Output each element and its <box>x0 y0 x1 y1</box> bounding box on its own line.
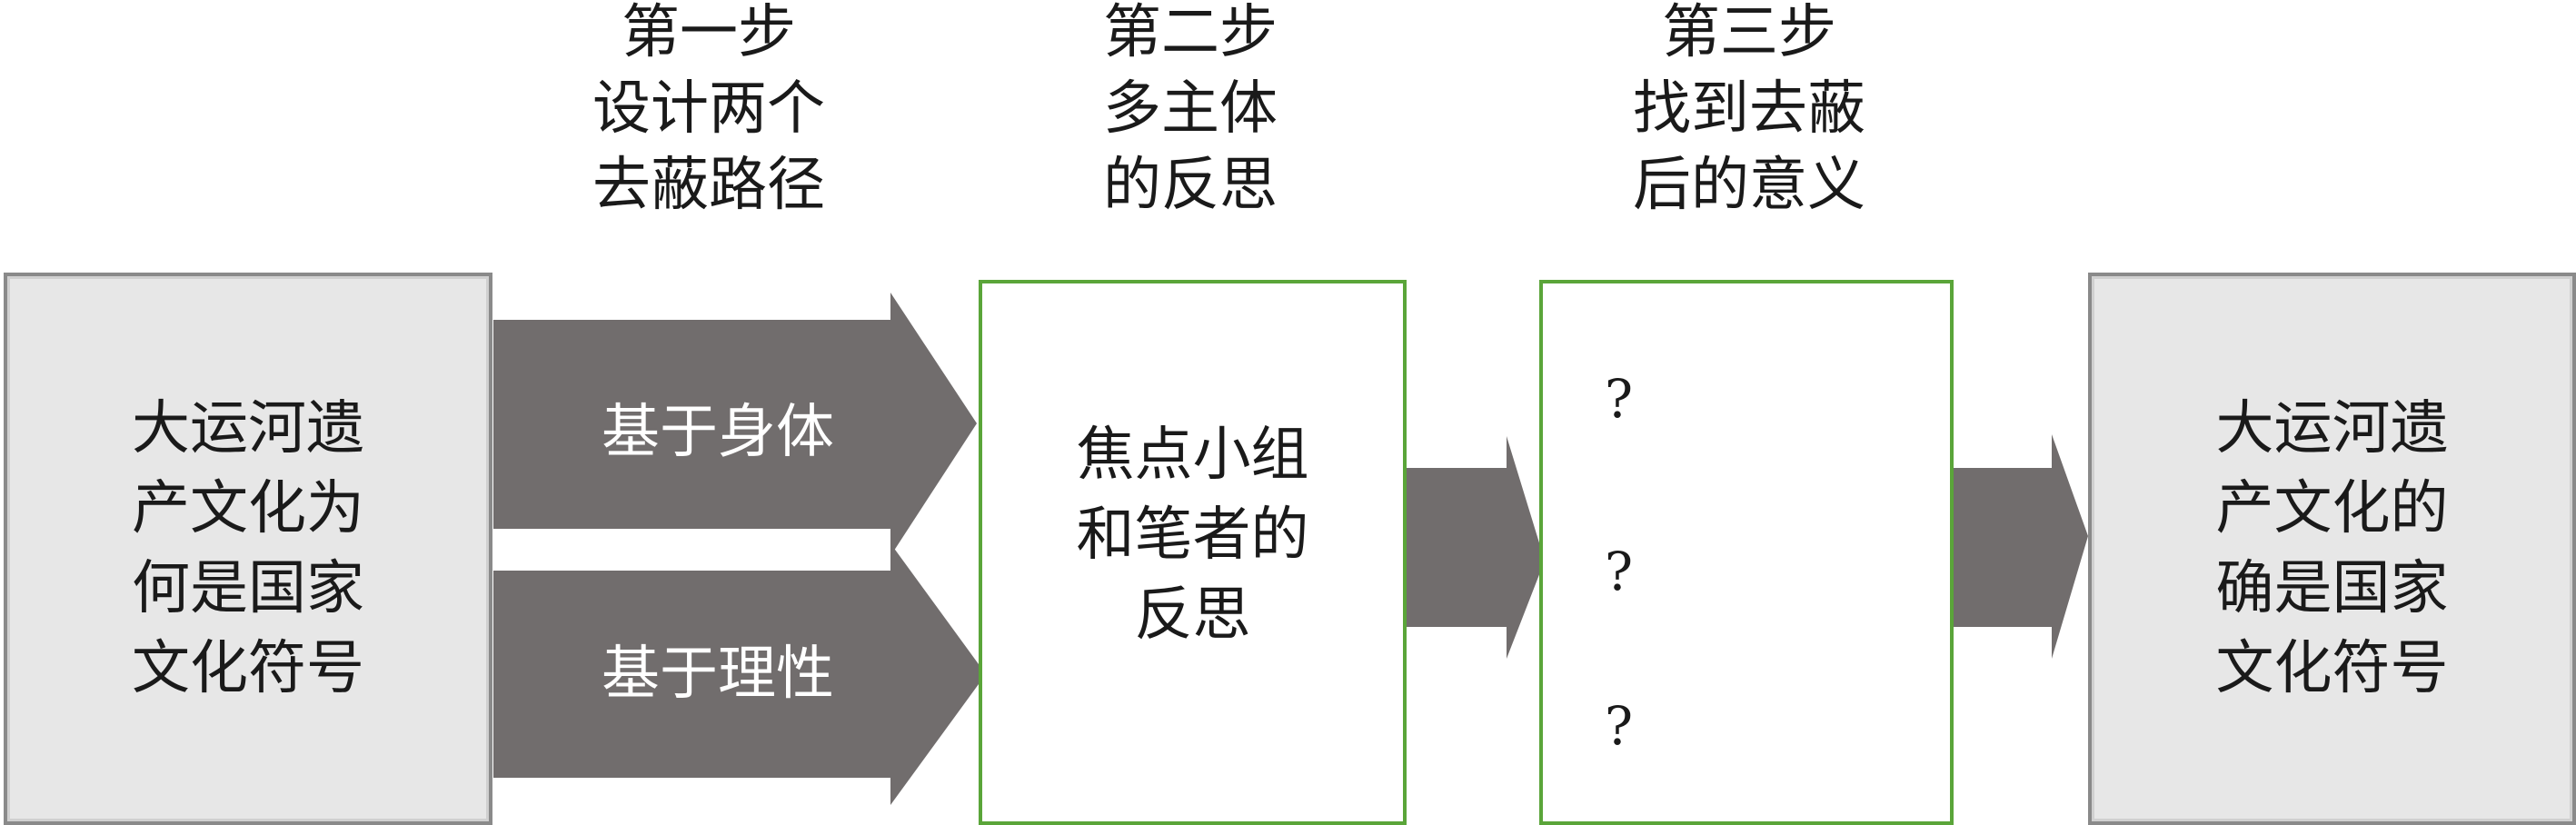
premise-line-1: 大运河遗 <box>132 395 364 462</box>
conclusion-line-2: 产文化的 <box>2215 475 2449 542</box>
reflection-text: 焦点小组 和笔者的 反思 <box>1077 415 1309 655</box>
step-1-label: 第一步 <box>622 0 796 66</box>
reflection-line-3: 反思 <box>1134 581 1251 649</box>
step-3-line3: 后的意义 <box>1633 152 1865 219</box>
step-3-title: 第三步 找到去蔽 后的意义 <box>1586 0 1913 224</box>
question-mark-3: ? <box>1605 695 1634 757</box>
premise-line-3: 何是国家 <box>132 555 364 622</box>
middle-flow-arrow <box>1407 436 1545 659</box>
conclusion-line-4: 文化符号 <box>2215 635 2449 702</box>
reflection-line-2: 和笔者的 <box>1076 502 1309 569</box>
reflection-line-1: 焦点小组 <box>1076 422 1309 489</box>
step-2-line3: 的反思 <box>1103 152 1278 219</box>
step-1-line3: 去蔽路径 <box>592 152 825 219</box>
conclusion-text: 大运河遗 产文化的 确是国家 文化符号 <box>2216 389 2449 709</box>
conclusion-line-3: 确是国家 <box>2215 555 2449 622</box>
lower-path-arrow <box>493 543 986 805</box>
step-2-title: 第二步 多主体 的反思 <box>1027 0 1354 224</box>
conclusion-line-1: 大运河遗 <box>2215 395 2449 462</box>
premise-line-4: 文化符号 <box>132 635 364 702</box>
question-mark-1: ? <box>1605 368 1634 430</box>
lower-path-label: 基于理性 <box>602 641 834 708</box>
right-flow-arrow <box>1952 434 2088 659</box>
conclusion-box: 大运河遗 产文化的 确是国家 文化符号 <box>2088 273 2576 825</box>
step-3-label: 第三步 <box>1662 0 1836 66</box>
step-2-label: 第二步 <box>1103 0 1278 66</box>
question-mark-2: ? <box>1605 541 1634 602</box>
step-2-line2: 多主体 <box>1103 75 1278 143</box>
premise-line-2: 产文化为 <box>132 475 364 542</box>
reflection-box: 焦点小组 和笔者的 反思 <box>979 280 1407 825</box>
upper-path-label: 基于身体 <box>602 399 834 466</box>
step-1-line2: 设计两个 <box>592 75 825 143</box>
step-1-title: 第一步 设计两个 去蔽路径 <box>545 0 872 224</box>
upper-path-arrow <box>493 293 977 556</box>
step-3-line2: 找到去蔽 <box>1633 75 1865 143</box>
question-premise-text: 大运河遗 产文化为 何是国家 文化符号 <box>132 389 364 709</box>
meaning-box: ? ? ? <box>1539 280 1954 825</box>
question-premise-box: 大运河遗 产文化为 何是国家 文化符号 <box>4 273 492 825</box>
